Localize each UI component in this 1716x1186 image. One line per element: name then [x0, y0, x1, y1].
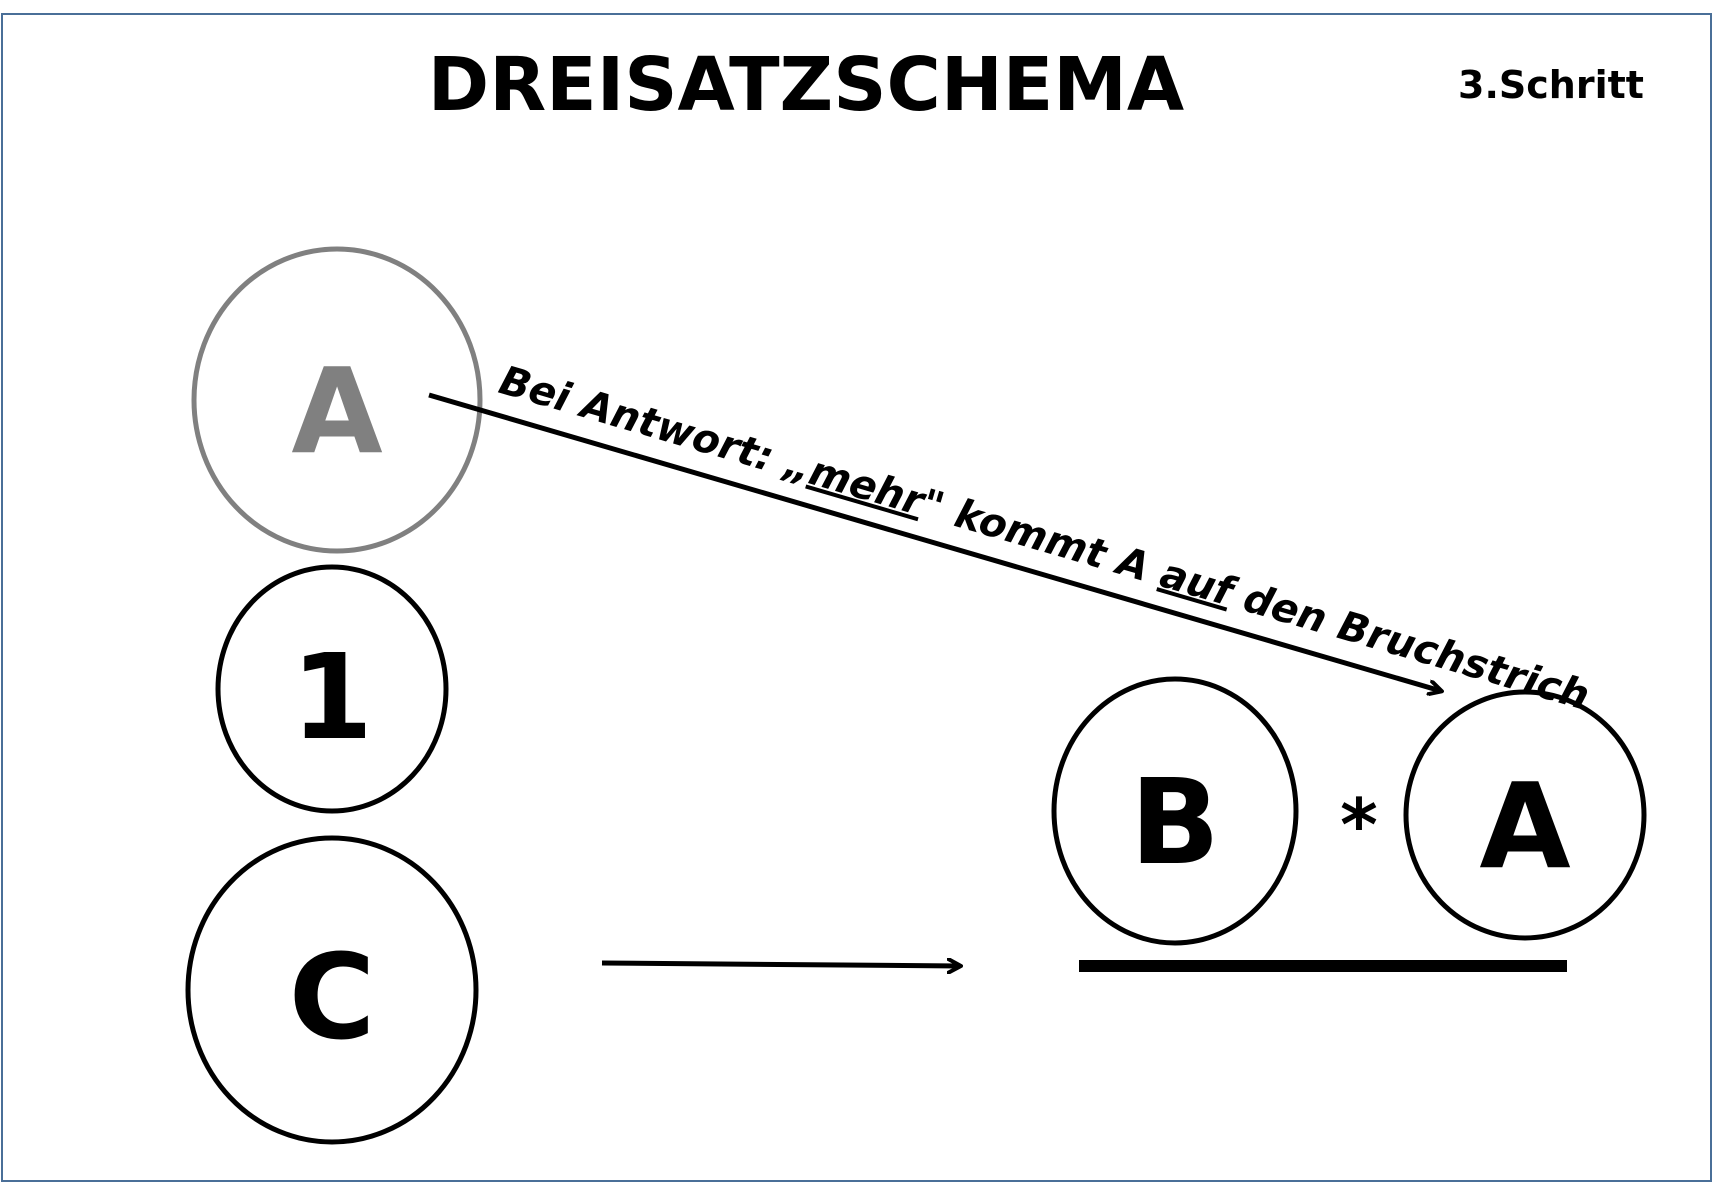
instruction-prefix: Bei Antwort: — [494, 357, 792, 485]
instruction-keyword-mehr: mehr — [804, 448, 931, 526]
page-title: DREISATZSCHEMA — [428, 42, 1184, 128]
multiply-operator: * — [1340, 783, 1378, 867]
instruction-text: Bei Antwort: „mehr" kommt A auf den Bruc… — [494, 357, 1594, 719]
diagram-frame — [1, 13, 1712, 1182]
circle-one — [215, 564, 449, 814]
circle-a-result-label: A — [1479, 757, 1570, 895]
circle-a-result — [1403, 689, 1647, 941]
horizontal-arrow — [601, 963, 960, 966]
circle-c — [185, 835, 479, 1145]
circle-one-label: 1 — [291, 628, 373, 766]
circle-a-highlighted — [191, 246, 483, 554]
diagonal-arrow — [428, 392, 1441, 691]
instruction-text-group: Bei Antwort: „mehr" kommt A auf den Bruc… — [494, 357, 1594, 719]
step-label: 3.Schritt — [1458, 63, 1644, 107]
circle-c-label: C — [289, 928, 376, 1066]
circle-b — [1051, 676, 1299, 946]
circle-b-label: B — [1130, 753, 1220, 891]
circle-a-label: A — [291, 342, 382, 480]
